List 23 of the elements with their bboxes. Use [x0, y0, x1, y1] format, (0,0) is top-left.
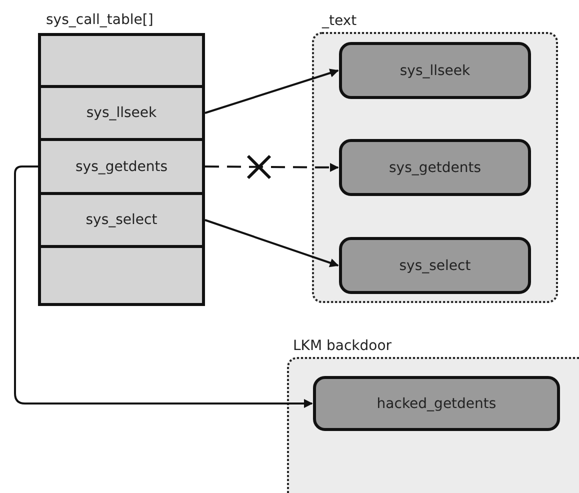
region-heading: _text — [322, 13, 357, 29]
arrow — [204, 68, 339, 114]
function-name: hacked_getdents — [376, 396, 496, 412]
function-name: sys_llseek — [400, 62, 470, 78]
arrow — [204, 219, 339, 268]
function-name: sys_select — [86, 212, 158, 228]
table-cell — [38, 245, 205, 306]
table-cell — [38, 192, 205, 248]
table-cell — [38, 138, 205, 195]
function-name: sys_select — [399, 258, 471, 274]
function-box — [313, 376, 560, 431]
table-cell — [38, 85, 205, 141]
region-heading: LKM backdoor — [293, 338, 392, 354]
function-name: sys_getdents — [388, 160, 482, 176]
table-cell — [38, 33, 205, 88]
function-name: sys_getdents — [75, 158, 168, 174]
function-box — [339, 139, 531, 196]
function-box — [339, 237, 531, 294]
function-name: sys_llseek — [86, 105, 157, 121]
arrow — [14, 166, 313, 408]
region-heading: sys_call_table[] — [46, 12, 154, 28]
function-box — [339, 42, 531, 99]
arrow — [205, 162, 339, 172]
